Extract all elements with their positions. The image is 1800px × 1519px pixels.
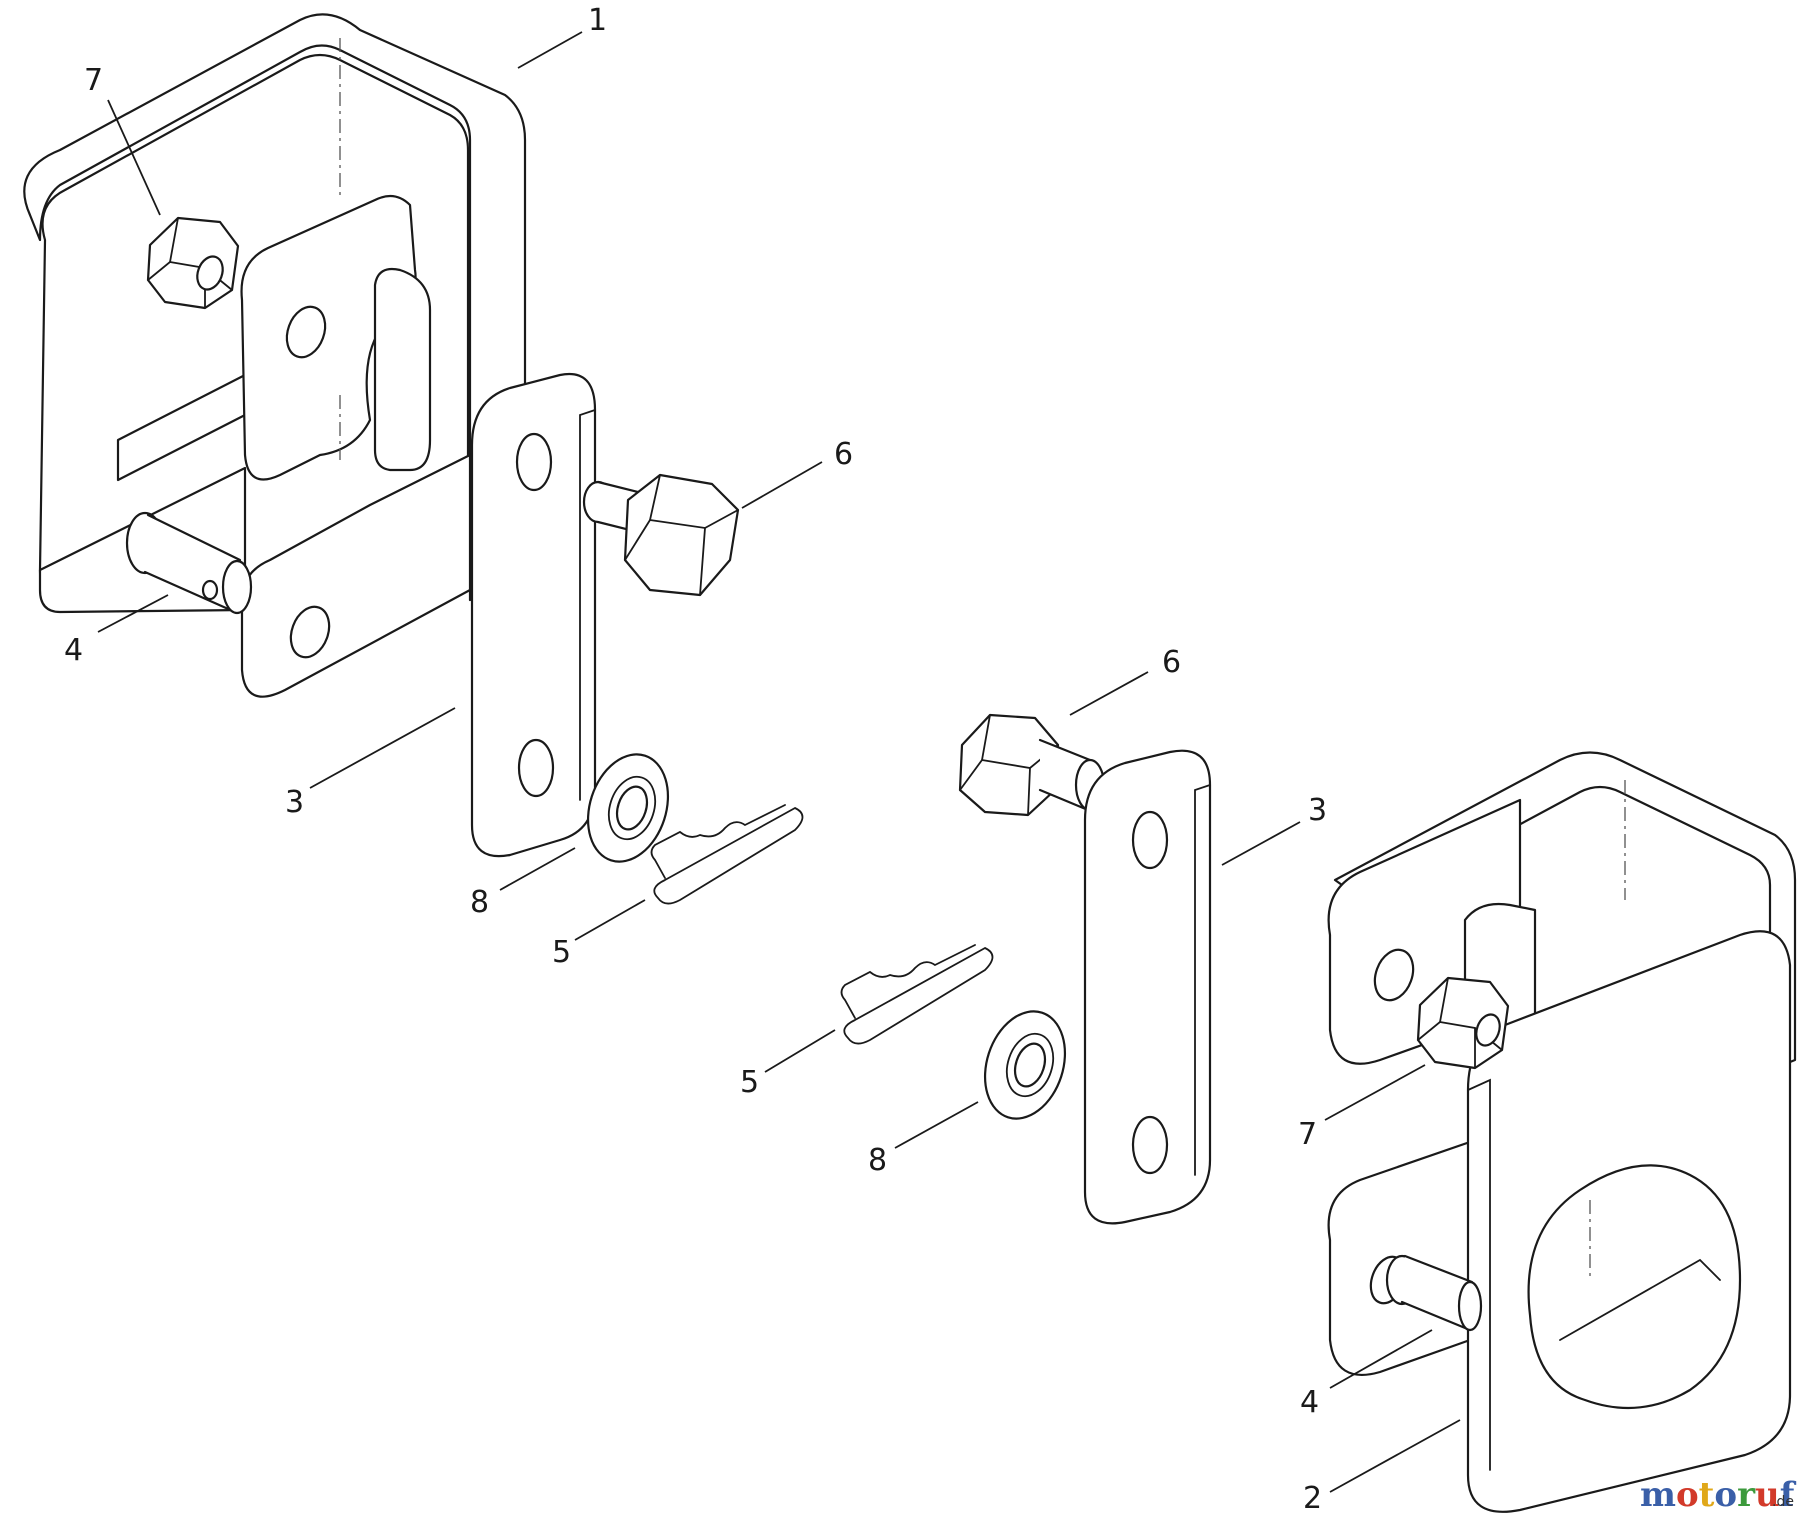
pin-part-4-left xyxy=(125,511,253,615)
callout-5-right: 5 xyxy=(740,1065,759,1100)
watermark-logo: motoruf .de xyxy=(1640,1475,1797,1515)
leader-line-6-left xyxy=(741,461,823,509)
washer-part-8-left xyxy=(586,753,670,863)
washer-part-8-right xyxy=(983,1010,1067,1120)
watermark-letter: r xyxy=(1737,1475,1756,1515)
nut-part-7-left xyxy=(146,216,240,310)
leader-line-5-left xyxy=(574,899,646,941)
leader-line-4-right xyxy=(1329,1329,1433,1389)
leader-line-8-right xyxy=(894,1101,979,1149)
callout-7-left: 7 xyxy=(84,63,103,98)
leader-line-6-right xyxy=(1069,671,1149,716)
callout-4-right: 4 xyxy=(1300,1385,1319,1420)
callout-7-right: 7 xyxy=(1298,1117,1317,1152)
link-plate-part-3-right xyxy=(1083,749,1212,1225)
bracket-part-2 xyxy=(1327,751,1797,1513)
link-plate-part-3-left xyxy=(470,372,597,858)
watermark-letter: u xyxy=(1755,1475,1780,1515)
leader-line-2 xyxy=(1329,1419,1461,1493)
leader-line-7-right xyxy=(1324,1064,1426,1121)
watermark-letter: t xyxy=(1699,1475,1715,1515)
bolt-part-6-right xyxy=(958,713,1106,817)
leader-line-1 xyxy=(517,31,583,69)
watermark-suffix: .de xyxy=(1772,1494,1794,1510)
callout-6-right: 6 xyxy=(1162,645,1181,680)
callout-2: 2 xyxy=(1303,1481,1322,1516)
pin-part-4-right xyxy=(1385,1254,1483,1332)
leader-line-8-left xyxy=(499,847,576,891)
watermark-letter: f xyxy=(1780,1475,1797,1515)
callout-3-left: 3 xyxy=(285,785,304,820)
callout-4-left: 4 xyxy=(64,633,83,668)
callout-8-left: 8 xyxy=(470,885,489,920)
leader-line-3-right xyxy=(1221,821,1301,866)
callout-3-right: 3 xyxy=(1308,793,1327,828)
watermark-letter: o xyxy=(1676,1475,1699,1515)
watermark-letter: o xyxy=(1714,1475,1737,1515)
callout-8-right: 8 xyxy=(868,1143,887,1178)
leader-line-4-left xyxy=(97,594,169,633)
bolt-part-6-left xyxy=(582,473,740,597)
leader-line-7-left xyxy=(107,99,161,216)
leader-line-5-right xyxy=(764,1029,836,1073)
callout-1: 1 xyxy=(588,3,607,38)
watermark-letter: m xyxy=(1640,1475,1676,1515)
svg-text:motoruf: motoruf xyxy=(1640,1475,1797,1515)
leader-line-3-left xyxy=(309,707,456,789)
callout-6-left: 6 xyxy=(834,437,853,472)
callout-5-left: 5 xyxy=(552,935,571,970)
nut-part-7-right xyxy=(1416,976,1510,1070)
hairpin-clip-part-5-right xyxy=(840,944,994,1045)
hairpin-clip-part-5-left xyxy=(650,804,804,905)
bracket-part-1 xyxy=(23,13,527,698)
